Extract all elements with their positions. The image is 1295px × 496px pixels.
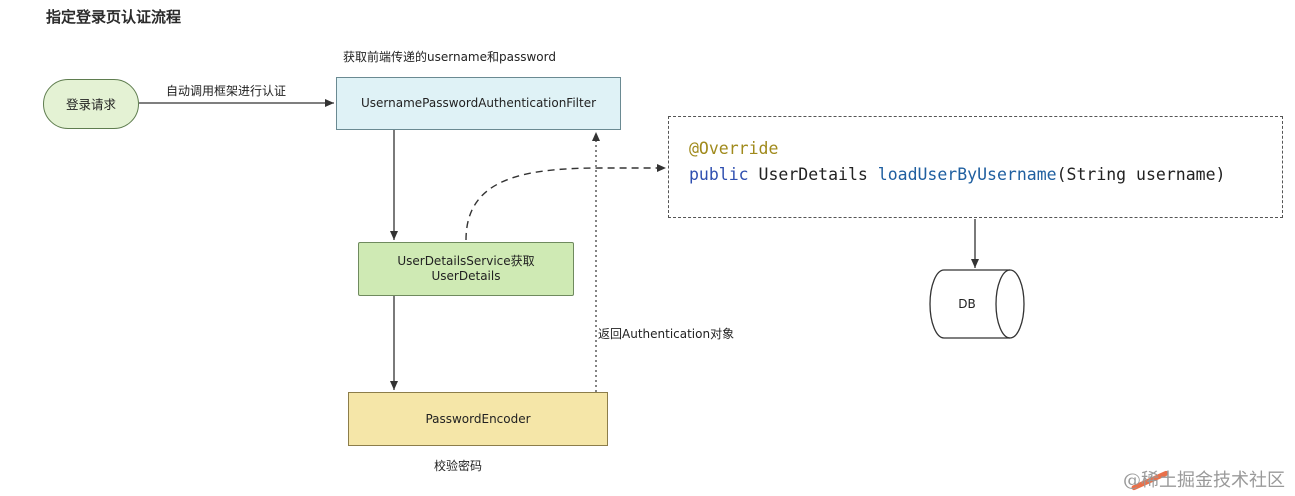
arrow-uds-to-code (465, 164, 666, 241)
label-verify-password: 校验密码 (434, 459, 483, 473)
node-login-request-label: 登录请求 (65, 96, 116, 112)
label-fetch-params: 获取前端传递的username和password (343, 50, 556, 64)
label-auto-call: 自动调用框架进行认证 (166, 84, 287, 98)
db-cylinder (929, 269, 1025, 339)
node-uds-label-line2: UserDetails (431, 269, 501, 283)
db-label: DB (958, 297, 976, 311)
code-return-type: UserDetails (758, 165, 868, 184)
node-user-details-service: UserDetailsService获取 UserDetails (358, 242, 574, 296)
node-auth-filter-label: UsernamePasswordAuthenticationFilter (360, 96, 597, 110)
label-return-auth: 返回Authentication对象 (598, 327, 735, 341)
code-params: (String username) (1056, 165, 1226, 184)
code-method-name: loadUserByUsername (877, 165, 1057, 184)
node-uds-label-line1: UserDetailsService获取 (397, 254, 535, 268)
node-password-encoder: PasswordEncoder (348, 392, 608, 446)
code-modifier: public (689, 165, 749, 184)
node-password-encoder-label: PasswordEncoder (425, 411, 531, 426)
code-snippet-box: @Override public UserDetails loadUserByU… (668, 116, 1283, 218)
watermark: @稀土掘金技术社区 (1123, 470, 1285, 491)
diagram-title: 指定登录页认证流程 (46, 8, 182, 26)
node-auth-filter: UsernamePasswordAuthenticationFilter (336, 77, 621, 130)
node-login-request: 登录请求 (43, 79, 139, 129)
code-annotation: @Override (689, 139, 779, 158)
